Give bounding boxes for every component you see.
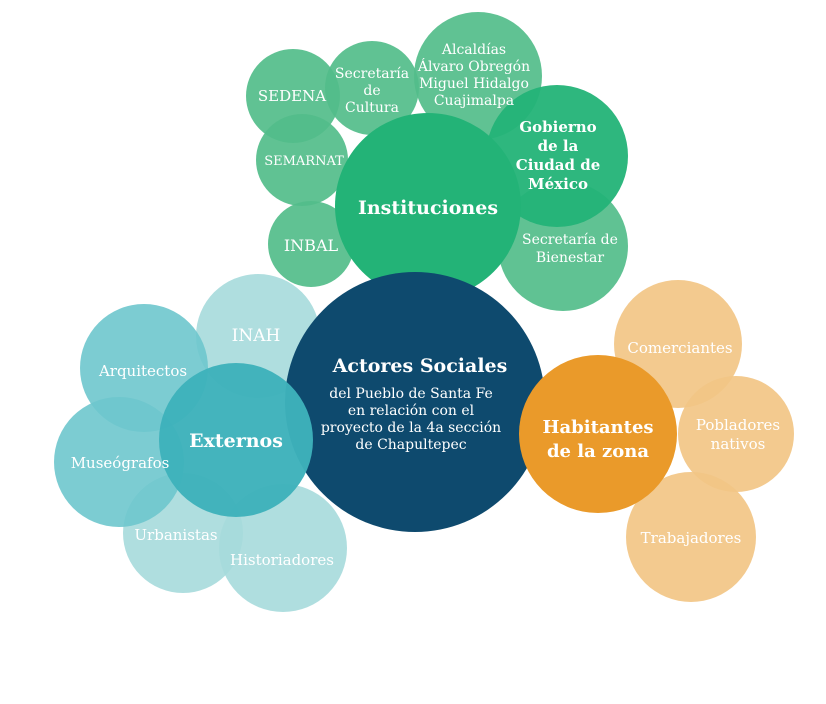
- bubble-habitantes: [519, 355, 677, 513]
- text-line: de la: [538, 137, 579, 155]
- text-line: Secretaría de: [522, 232, 618, 248]
- habitantes-group: [519, 280, 794, 602]
- bubble-actores-sociales: [285, 272, 545, 532]
- text-line: México: [528, 175, 588, 193]
- text-line: Alcaldías: [441, 42, 506, 58]
- text-line: Miguel Hidalgo: [419, 76, 529, 92]
- text-line: de Chapultepec: [355, 437, 466, 453]
- text-line: Cuajimalpa: [434, 93, 514, 109]
- label-arquitectos: Arquitectos: [98, 362, 187, 380]
- externos-group: [54, 274, 347, 612]
- label-externos: Externos: [189, 430, 283, 452]
- text-line: Pobladores: [696, 416, 780, 434]
- text-line: del Pueblo de Santa Fe: [329, 386, 493, 402]
- bubble-inbal: [268, 201, 354, 287]
- bubble-pobladores-nativos: [678, 376, 794, 492]
- label-semarnat: SEMARNAT: [264, 154, 344, 169]
- text-line: Habitantes: [542, 417, 653, 438]
- label-museografos: Museógrafos: [71, 454, 170, 472]
- label-bienestar: Secretaría de Bienestar: [522, 232, 618, 266]
- bubble-secretaria-cultura: [325, 41, 419, 135]
- bubble-externos: [159, 363, 313, 517]
- text-line: proyecto de la 4a sección: [321, 420, 501, 436]
- text-line: de: [363, 83, 380, 99]
- text-line: en relación con el: [348, 403, 475, 419]
- text-line: nativos: [711, 435, 766, 453]
- text-line: Secretaría: [335, 66, 409, 82]
- text-line: Bienestar: [536, 250, 605, 266]
- bubble-historiadores: [219, 484, 347, 612]
- label-sedena: SEDENA: [258, 87, 326, 105]
- bubble-trabajadores: [626, 472, 756, 602]
- text-line: de la zona: [547, 441, 649, 462]
- label-comerciantes: Comerciantes: [627, 339, 732, 357]
- label-historiadores: Historiadores: [230, 551, 334, 569]
- bubble-museografos: [54, 397, 184, 527]
- text-line: Gobierno: [519, 118, 596, 136]
- bubble-semarnat: [256, 114, 348, 206]
- instituciones-group: [246, 12, 628, 311]
- label-habitantes: Habitantes de la zona: [542, 417, 653, 462]
- text-line: Cultura: [345, 100, 399, 116]
- label-inah: INAH: [232, 326, 281, 346]
- label-actores-sociales-title: Actores Sociales: [332, 355, 508, 377]
- bubble-instituciones: [335, 113, 521, 299]
- text-line: Álvaro Obregón: [417, 57, 530, 75]
- label-urbanistas: Urbanistas: [134, 526, 217, 544]
- label-instituciones: Instituciones: [358, 197, 498, 219]
- label-inbal: INBAL: [284, 236, 339, 255]
- label-trabajadores: Trabajadores: [641, 529, 742, 547]
- text-line: Ciudad de: [516, 156, 601, 174]
- bubble-gobierno-cdmx: [486, 85, 628, 227]
